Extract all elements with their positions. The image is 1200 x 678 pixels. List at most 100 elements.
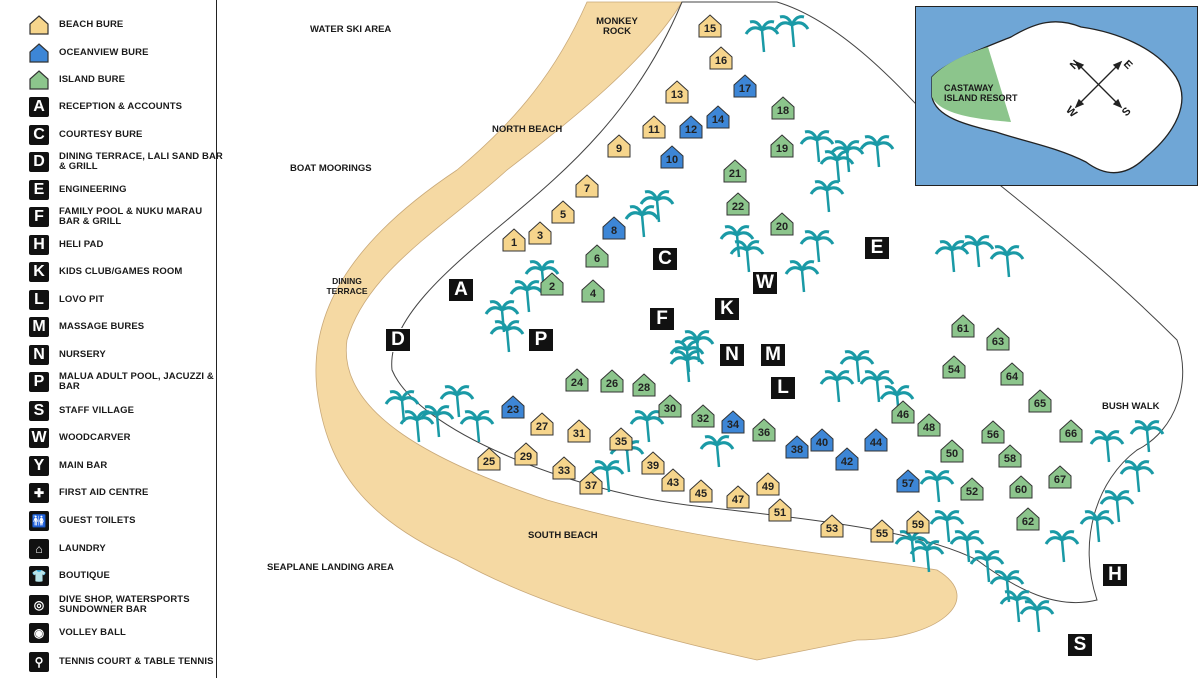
facility-marker-n[interactable]: N [719, 343, 745, 367]
bure-marker-45[interactable]: 45 [689, 479, 713, 503]
bure-marker-61[interactable]: 61 [951, 314, 975, 338]
bure-marker-30[interactable]: 30 [658, 394, 682, 418]
volleyball-icon: ◉ [28, 622, 50, 644]
oceanview-bure-icon [28, 42, 50, 64]
bure-marker-54[interactable]: 54 [942, 355, 966, 379]
bush-walk-label: BUSH WALK [1102, 401, 1160, 412]
bure-marker-8[interactable]: 8 [602, 216, 626, 240]
facility-marker-l[interactable]: L [770, 376, 796, 400]
bure-marker-14[interactable]: 14 [706, 105, 730, 129]
legend-label: LAUNDRY [59, 543, 106, 554]
bure-marker-28[interactable]: 28 [632, 373, 656, 397]
bure-marker-42[interactable]: 42 [835, 447, 859, 471]
legend-item: ✚FIRST AID CENTRE [28, 480, 148, 506]
facility-marker-d[interactable]: D [385, 328, 411, 352]
bure-marker-40[interactable]: 40 [810, 428, 834, 452]
bure-marker-34[interactable]: 34 [721, 410, 745, 434]
bure-marker-4[interactable]: 4 [581, 279, 605, 303]
bure-marker-35[interactable]: 35 [609, 427, 633, 451]
bure-marker-50[interactable]: 50 [940, 439, 964, 463]
bure-marker-46[interactable]: 46 [891, 400, 915, 424]
bure-marker-65[interactable]: 65 [1028, 389, 1052, 413]
bure-marker-19[interactable]: 19 [770, 134, 794, 158]
bure-marker-10[interactable]: 10 [660, 145, 684, 169]
palm-tree-icon [624, 205, 660, 238]
bure-marker-12[interactable]: 12 [679, 115, 703, 139]
facility-marker-f[interactable]: F [649, 307, 675, 331]
bure-marker-31[interactable]: 31 [567, 419, 591, 443]
bure-marker-11[interactable]: 11 [642, 115, 666, 139]
bure-marker-29[interactable]: 29 [514, 442, 538, 466]
bure-marker-16[interactable]: 16 [709, 46, 733, 70]
bure-marker-36[interactable]: 36 [752, 418, 776, 442]
bure-marker-26[interactable]: 26 [600, 369, 624, 393]
facility-marker-m[interactable]: M [760, 343, 786, 367]
north-beach-label: NORTH BEACH [492, 124, 563, 135]
bure-marker-37[interactable]: 37 [579, 471, 603, 495]
bure-marker-1[interactable]: 1 [502, 228, 526, 252]
bure-marker-47[interactable]: 47 [726, 485, 750, 509]
bure-marker-39[interactable]: 39 [641, 451, 665, 475]
bure-marker-6[interactable]: 6 [585, 244, 609, 268]
facility-marker-k[interactable]: K [714, 297, 740, 321]
bure-marker-63[interactable]: 63 [986, 327, 1010, 351]
bure-marker-18[interactable]: 18 [771, 96, 795, 120]
bure-marker-62[interactable]: 62 [1016, 507, 1040, 531]
legend-symbol: ◉ [29, 623, 49, 643]
legend-item: ◉VOLLEY BALL [28, 620, 126, 646]
bure-marker-67[interactable]: 67 [1048, 465, 1072, 489]
facility-marker-a[interactable]: A [448, 278, 474, 302]
bure-marker-38[interactable]: 38 [785, 435, 809, 459]
facility-marker-s[interactable]: S [1067, 633, 1093, 657]
facility-marker-p[interactable]: P [528, 328, 554, 352]
laundry-icon: ⌂ [28, 538, 50, 560]
legend-symbol: M [29, 317, 49, 337]
bure-marker-60[interactable]: 60 [1009, 475, 1033, 499]
bure-marker-64[interactable]: 64 [1000, 362, 1024, 386]
bure-marker-24[interactable]: 24 [565, 368, 589, 392]
bure-marker-7[interactable]: 7 [575, 174, 599, 198]
bure-marker-55[interactable]: 55 [870, 519, 894, 543]
bure-marker-23[interactable]: 23 [501, 395, 525, 419]
bure-number: 39 [647, 460, 659, 472]
bure-marker-44[interactable]: 44 [864, 428, 888, 452]
bure-marker-53[interactable]: 53 [820, 514, 844, 538]
bure-marker-21[interactable]: 21 [723, 159, 747, 183]
bure-marker-52[interactable]: 52 [960, 477, 984, 501]
bure-marker-56[interactable]: 56 [981, 420, 1005, 444]
facility-marker-c[interactable]: C [652, 247, 678, 271]
bure-marker-2[interactable]: 2 [540, 272, 564, 296]
bure-marker-22[interactable]: 22 [726, 192, 750, 216]
boat-moorings-label: BOAT MOORINGS [290, 163, 372, 174]
bure-marker-48[interactable]: 48 [917, 413, 941, 437]
island-locator-inset: CASTAWAY ISLAND RESORT N E S W [915, 6, 1198, 186]
bure-marker-3[interactable]: 3 [528, 221, 552, 245]
facility-marker-h[interactable]: H [1102, 563, 1128, 587]
bure-marker-17[interactable]: 17 [733, 74, 757, 98]
bure-marker-51[interactable]: 51 [768, 498, 792, 522]
bure-marker-13[interactable]: 13 [665, 80, 689, 104]
bure-marker-49[interactable]: 49 [756, 472, 780, 496]
bure-marker-25[interactable]: 25 [477, 447, 501, 471]
bure-number: 17 [739, 83, 751, 95]
palm-tree-icon [1099, 490, 1135, 523]
bure-marker-32[interactable]: 32 [691, 404, 715, 428]
bure-marker-15[interactable]: 15 [698, 14, 722, 38]
legend-symbol: Y [29, 456, 49, 476]
bure-marker-20[interactable]: 20 [770, 212, 794, 236]
facility-marker-e[interactable]: E [864, 236, 890, 260]
bure-marker-5[interactable]: 5 [551, 200, 575, 224]
bure-marker-59[interactable]: 59 [906, 510, 930, 534]
palm-tree-icon [639, 190, 675, 223]
bure-marker-58[interactable]: 58 [998, 444, 1022, 468]
facility-marker-w[interactable]: W [752, 271, 778, 295]
bure-marker-57[interactable]: 57 [896, 469, 920, 493]
bure-marker-9[interactable]: 9 [607, 134, 631, 158]
bure-marker-66[interactable]: 66 [1059, 419, 1083, 443]
bure-marker-27[interactable]: 27 [530, 412, 554, 436]
bure-marker-33[interactable]: 33 [552, 456, 576, 480]
bure-marker-43[interactable]: 43 [661, 468, 685, 492]
